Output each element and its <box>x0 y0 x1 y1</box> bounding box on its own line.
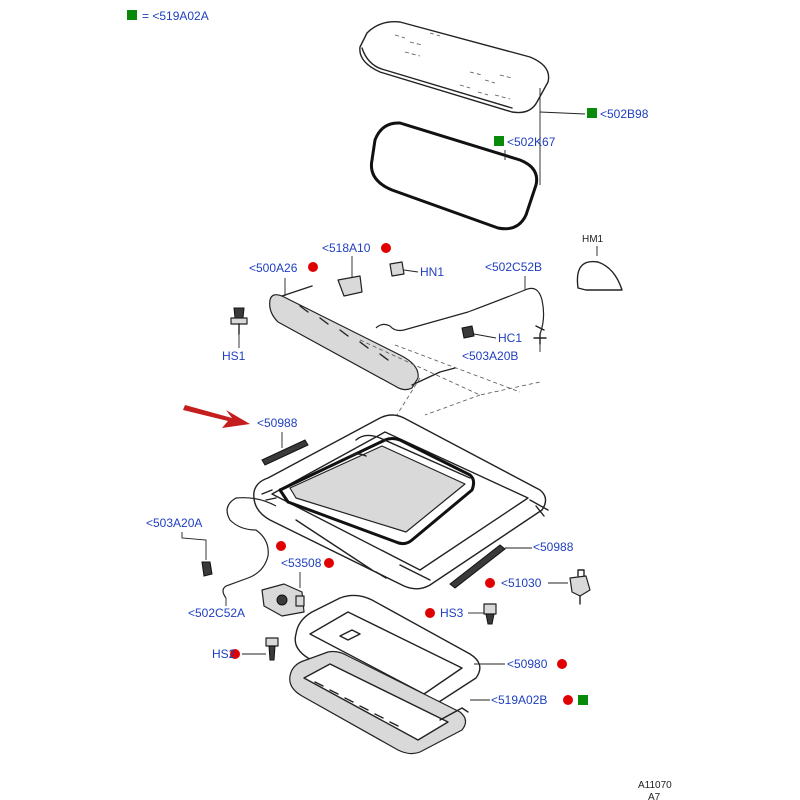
label-502B98: <502B98 <box>600 107 649 121</box>
label-HC1: HC1 <box>498 331 522 345</box>
sunshade-50980-part <box>294 594 481 707</box>
dot-HS2 <box>230 649 240 659</box>
screw-HS3-part <box>483 603 497 625</box>
label-50988-lower: <50988 <box>533 540 574 554</box>
square-502B98 <box>587 108 597 118</box>
label-HS1: HS1 <box>222 349 246 363</box>
seal-strip-50988-upper-part <box>261 439 309 466</box>
label-502C52B: <502C52B <box>485 260 542 274</box>
label-50980: <50980 <box>507 657 548 671</box>
dot-518A10 <box>381 243 391 253</box>
wind-deflector-part <box>269 285 456 391</box>
drain-tube-A-part <box>222 497 277 599</box>
screw-HS1-part <box>230 307 248 335</box>
label-HM1: HM1 <box>582 234 604 245</box>
reference-version: A7 <box>648 792 661 800</box>
dot-53508 <box>324 558 334 568</box>
label-518A10: <518A10 <box>322 241 371 255</box>
fitting-503A20B-part <box>533 325 547 345</box>
dot-HS3 <box>425 608 435 618</box>
sunroof-frame-part <box>253 414 549 590</box>
trim-frame-519A02B-part <box>289 650 469 755</box>
dot-drain-tube <box>276 541 286 551</box>
legend-text: = <519A02A <box>142 9 209 23</box>
fitting-503A20A-part <box>201 561 213 577</box>
square-502K67 <box>494 136 504 146</box>
drain-tube-B-part <box>375 287 545 335</box>
legend-green-square <box>127 10 137 20</box>
bracket-518A10-part <box>337 275 363 297</box>
screw-HS2-part <box>265 637 279 661</box>
label-50988-upper: <50988 <box>257 416 298 430</box>
seal-strip-50988-lower-part <box>449 544 506 589</box>
clip-HN1-part <box>389 261 405 277</box>
label-502C52A: <502C52A <box>188 606 245 620</box>
label-503A20A: <503A20A <box>146 516 202 530</box>
dot-500A26 <box>308 262 318 272</box>
reference-code: A11070 <box>638 780 672 791</box>
label-502K67: <502K67 <box>507 135 556 149</box>
label-HS3: HS3 <box>440 606 464 620</box>
dot-51030 <box>485 578 495 588</box>
label-HS2: HS2 <box>212 647 236 661</box>
clip-HM1-part <box>576 260 623 291</box>
motor-53508-part <box>261 583 305 617</box>
glass-panel-part <box>359 21 550 114</box>
label-519A02B: <519A02B <box>491 693 547 707</box>
square-519A02B <box>578 695 588 705</box>
pointer-arrow <box>183 405 250 428</box>
glass-seal-part <box>369 121 539 231</box>
dot-50980 <box>557 659 567 669</box>
label-53508: <53508 <box>281 556 322 570</box>
fastener-51030-part <box>569 575 591 597</box>
dot-519A02B <box>563 695 573 705</box>
label-500A26: <500A26 <box>249 261 298 275</box>
label-503A20B: <503A20B <box>462 349 518 363</box>
label-51030: <51030 <box>501 576 542 590</box>
clip-HC1-part <box>461 325 475 339</box>
label-HN1: HN1 <box>420 265 444 279</box>
